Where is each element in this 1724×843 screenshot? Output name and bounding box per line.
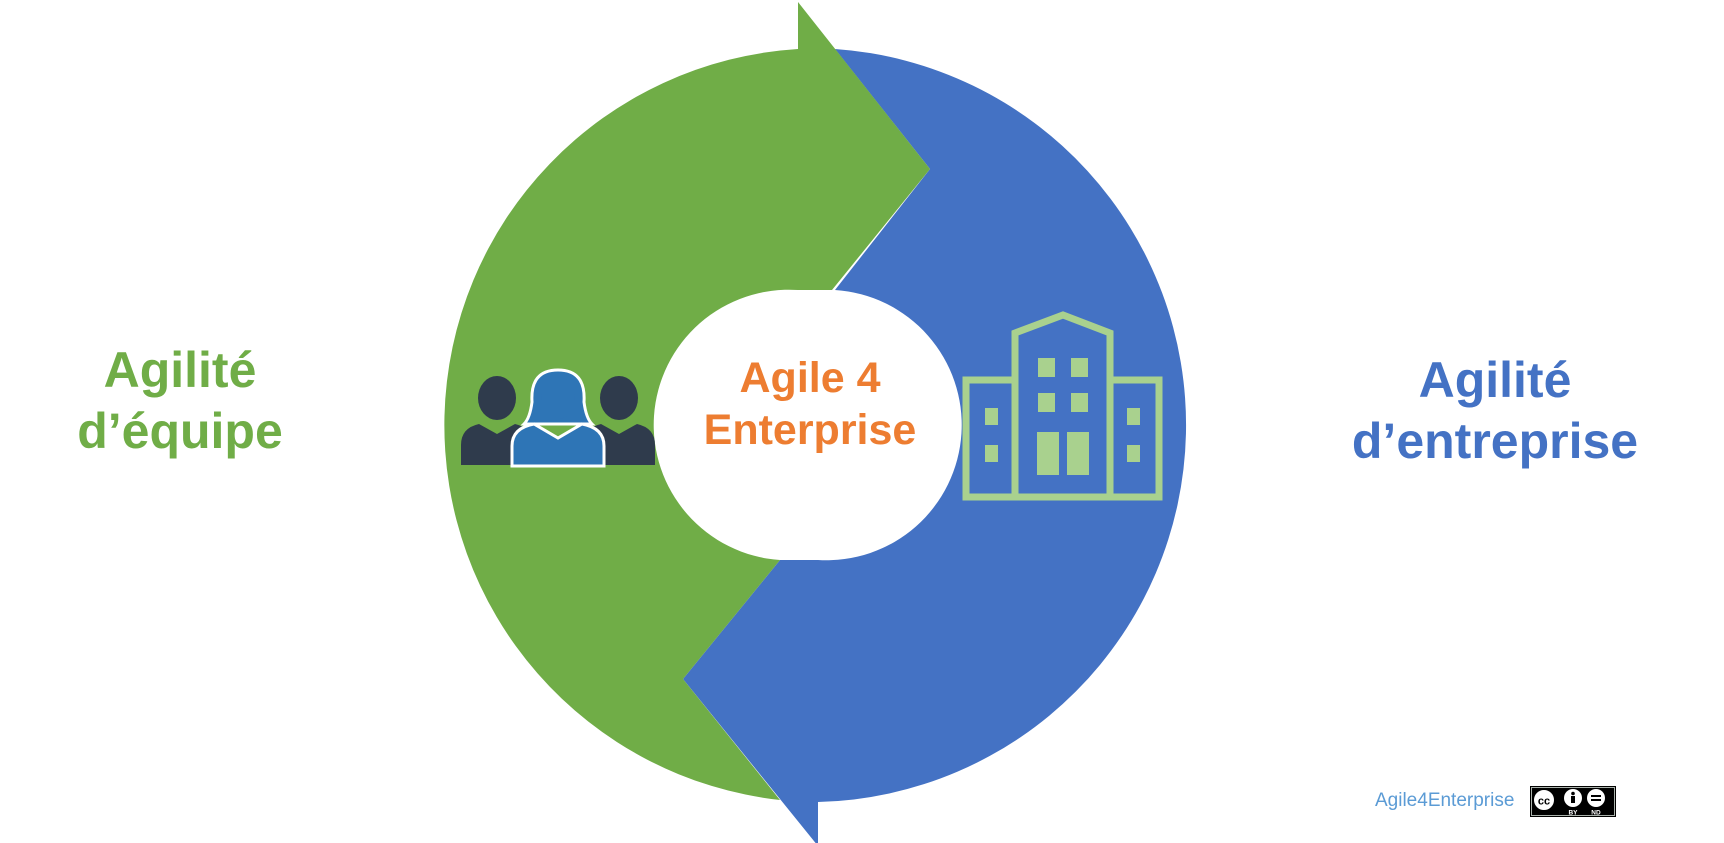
enterprise-agility-label: Agilité d’entreprise — [1320, 350, 1670, 472]
center-title-line1: Agile 4 — [739, 354, 881, 402]
building-icon — [962, 311, 1163, 501]
green-cycle-arrow — [444, 2, 930, 800]
footer-brand: Agile4Enterprise — [1375, 790, 1515, 811]
team-agility-line2: d’équipe — [77, 403, 283, 459]
cc-by-text: BY — [1568, 810, 1578, 817]
enterprise-agility-line1: Agilité — [1418, 352, 1572, 408]
center-title: Agile 4 Enterprise — [680, 352, 940, 457]
cc-nd-text: ND — [1591, 810, 1601, 817]
svg-text:cc: cc — [1538, 796, 1550, 808]
team-icon — [461, 368, 655, 468]
enterprise-agility-line2: d’entreprise — [1351, 413, 1639, 469]
blue-cycle-arrow — [683, 49, 1186, 843]
team-agility-line1: Agilité — [103, 342, 257, 398]
center-title-line2: Enterprise — [703, 406, 917, 455]
team-agility-label: Agilité d’équipe — [55, 340, 305, 462]
cc-by-nd-icon: cc BY ND — [1530, 786, 1616, 817]
